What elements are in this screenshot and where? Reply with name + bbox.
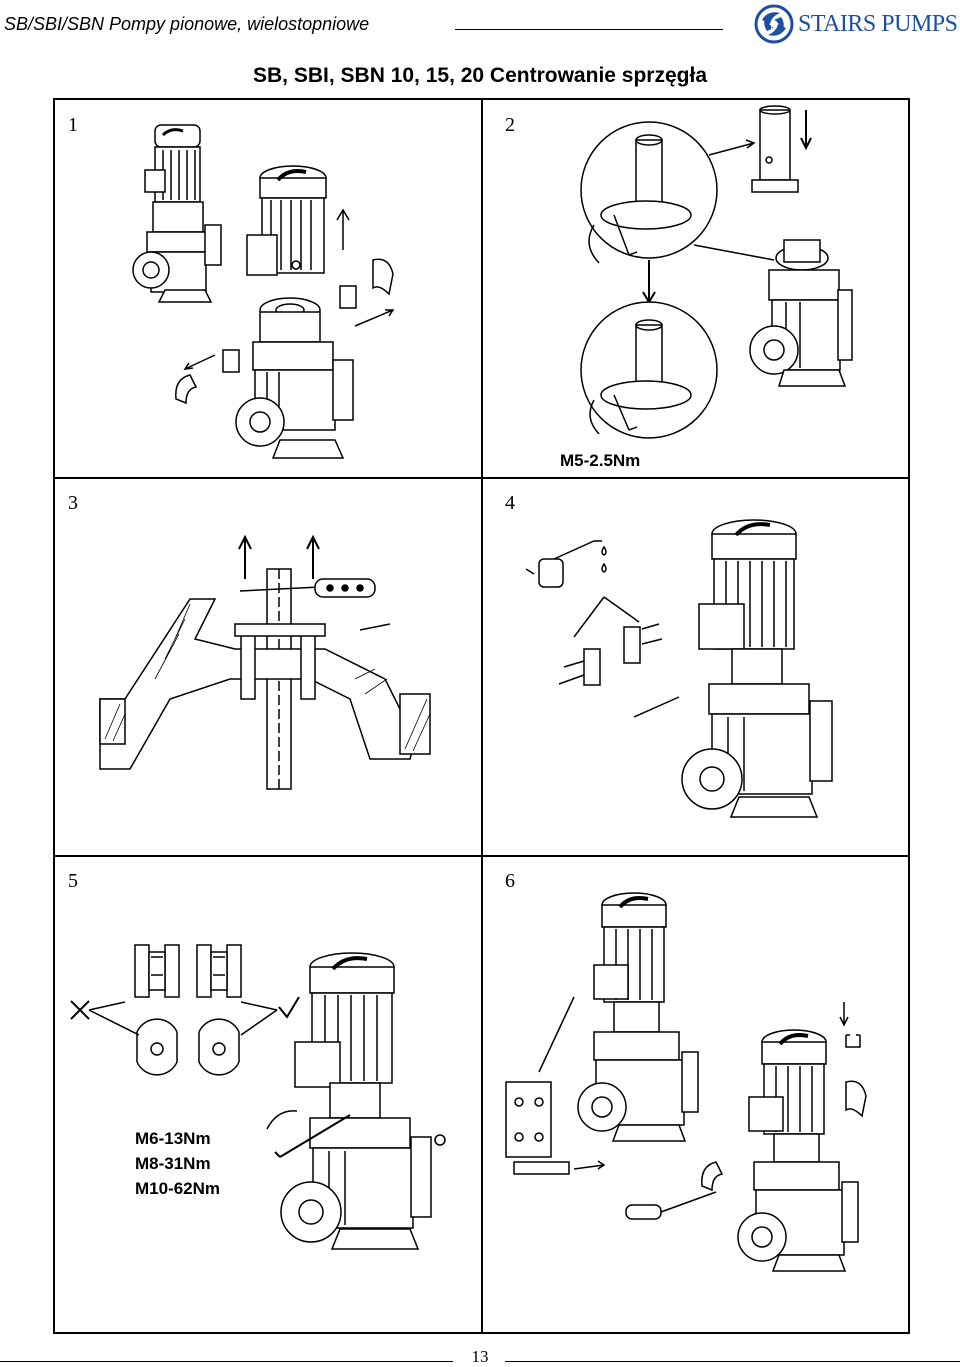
arrow-left-icon [183, 354, 216, 370]
oil-drop-icon [601, 545, 607, 556]
panel-4-illustration [525, 519, 833, 818]
seal-blocks [234, 623, 326, 700]
gauge-tube [751, 105, 812, 193]
housing-hatched [99, 598, 431, 770]
page-title: SB, SBI, SBN 10, 15, 20 Centrowanie sprz… [253, 64, 707, 87]
pump-with-gauge [749, 239, 853, 387]
torque-label-list: M6-13Nm M8-31Nm M10-62Nm [135, 1126, 220, 1201]
arrow-right-icon [573, 1160, 606, 1170]
header-rule [455, 29, 723, 30]
arrow-to-gauge-icon [708, 139, 756, 156]
brand-logo: S STAIRS PUMPS [752, 2, 958, 46]
footer-rule-left [0, 1361, 453, 1362]
zoom-circle-top [580, 121, 718, 264]
footer-rule-right [505, 1361, 960, 1362]
zoom-circle-bottom [580, 301, 718, 439]
arrow-to-pump-icon [633, 696, 680, 718]
hex-key-icon [274, 1114, 351, 1158]
arrow-up-left-icon [238, 534, 252, 579]
pump-swirl-logo-icon: S [754, 4, 794, 44]
panel-1-number: 1 [68, 114, 78, 136]
arrow-down-icon [642, 260, 656, 304]
pump-tightening [280, 952, 432, 1250]
rotation-arrow-icon [266, 1110, 298, 1130]
panel-1-illustration [132, 124, 395, 459]
svg-text:S: S [770, 17, 777, 32]
coupling-detail-correct [196, 944, 242, 1076]
panel-2-number: 2 [505, 114, 515, 136]
arrow-up-right-icon [306, 534, 320, 579]
coupling-parts [558, 623, 663, 686]
pump-motor-lifted [246, 165, 327, 276]
lift-arrow-icon [336, 208, 350, 250]
torque-m8: M8-31Nm [135, 1154, 211, 1173]
panel-4-number: 4 [505, 492, 515, 514]
pump-assembled [681, 519, 833, 818]
panel-2-illustration [580, 105, 853, 439]
coupling-closeup [505, 1081, 570, 1175]
pump-assembled-back [577, 892, 699, 1142]
pump-body-lower [235, 297, 354, 459]
torque-m10: M10-62Nm [135, 1179, 221, 1198]
grid-divider-vertical [481, 98, 483, 1334]
panel-5-illustration [70, 944, 446, 1250]
pointer-line [538, 996, 575, 1073]
oil-drop-icon-2 [601, 562, 607, 573]
panel-3-illustration [99, 534, 431, 790]
panel-6-illustration [505, 892, 867, 1272]
page-number: 13 [471, 1347, 489, 1366]
arrow-to-pump-icon [693, 244, 775, 261]
pointer-lines [88, 1001, 278, 1036]
correct-mark-icon [278, 996, 300, 1019]
guard-parts [701, 1002, 867, 1192]
grid-divider-row-1 [53, 477, 910, 479]
logo-wordmark: STAIRS PUMPS [798, 11, 958, 37]
panel-5-number: 5 [68, 870, 78, 892]
document-header-title: SB/SBI/SBN Pompy pionowe, wielostopniowe [4, 14, 370, 34]
arrow-right-icon [354, 309, 395, 327]
coupling-detail-wrong [134, 944, 180, 1076]
wrong-mark-icon [70, 1000, 90, 1020]
grid-divider-row-2 [53, 855, 910, 857]
screwdriver [239, 578, 376, 598]
pump-exploded-front [737, 1029, 859, 1272]
washer-icon [434, 1134, 446, 1146]
torque-label-m5: M5-2.5Nm [560, 451, 641, 470]
small-pump-assembled [132, 124, 222, 303]
pointer-lines [573, 596, 640, 638]
screwdriver [625, 1191, 717, 1220]
panel-3-number: 3 [68, 492, 78, 514]
oil-can [525, 540, 602, 588]
panel-6-number: 6 [505, 870, 515, 892]
torque-m6: M6-13Nm [135, 1129, 211, 1148]
arrow-left-small-icon [359, 623, 391, 631]
coupling-halves [175, 258, 394, 405]
